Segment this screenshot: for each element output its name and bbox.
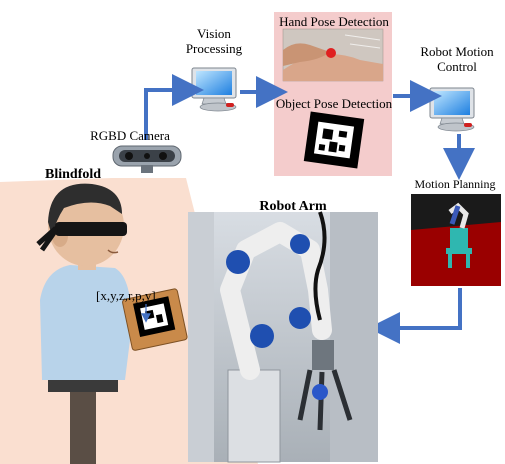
label-hand-pose: Hand Pose Detection: [279, 14, 389, 29]
label-object-pose: Object Pose Detection: [275, 96, 393, 111]
computer-icon-robot: [429, 87, 475, 132]
computer-icon-vision: [191, 67, 237, 112]
arrow-camera-to-vision: [144, 74, 204, 140]
arrow-planning-to-arm: [368, 288, 462, 344]
robot-arm-photo: [188, 211, 378, 463]
label-pose-vector: [x,y,z,r,p,y]: [96, 288, 156, 303]
label-motion-planning: Motion Planning: [414, 177, 496, 191]
motion-planning-sim: [411, 194, 501, 286]
label-robot-control-line1: Robot Motion: [420, 44, 494, 59]
label-vision-line1: Vision: [197, 26, 231, 41]
camera-icon: [112, 145, 182, 173]
label-vision: Vision Processing: [186, 26, 242, 56]
hand-pose-image: [282, 28, 384, 82]
label-rgbd-camera: RGBD Camera: [90, 128, 170, 143]
label-vision-line2: Processing: [185, 41, 243, 56]
label-robot-arm: Robot Arm: [259, 199, 327, 214]
blindfolded-person-illustration: [36, 183, 188, 464]
label-blindfold: Blindfold: [45, 167, 102, 182]
label-robot-control: Robot Motion Control: [420, 44, 493, 74]
label-robot-control-line2: Control: [437, 59, 477, 74]
fiducial-marker-icon: [303, 111, 365, 169]
